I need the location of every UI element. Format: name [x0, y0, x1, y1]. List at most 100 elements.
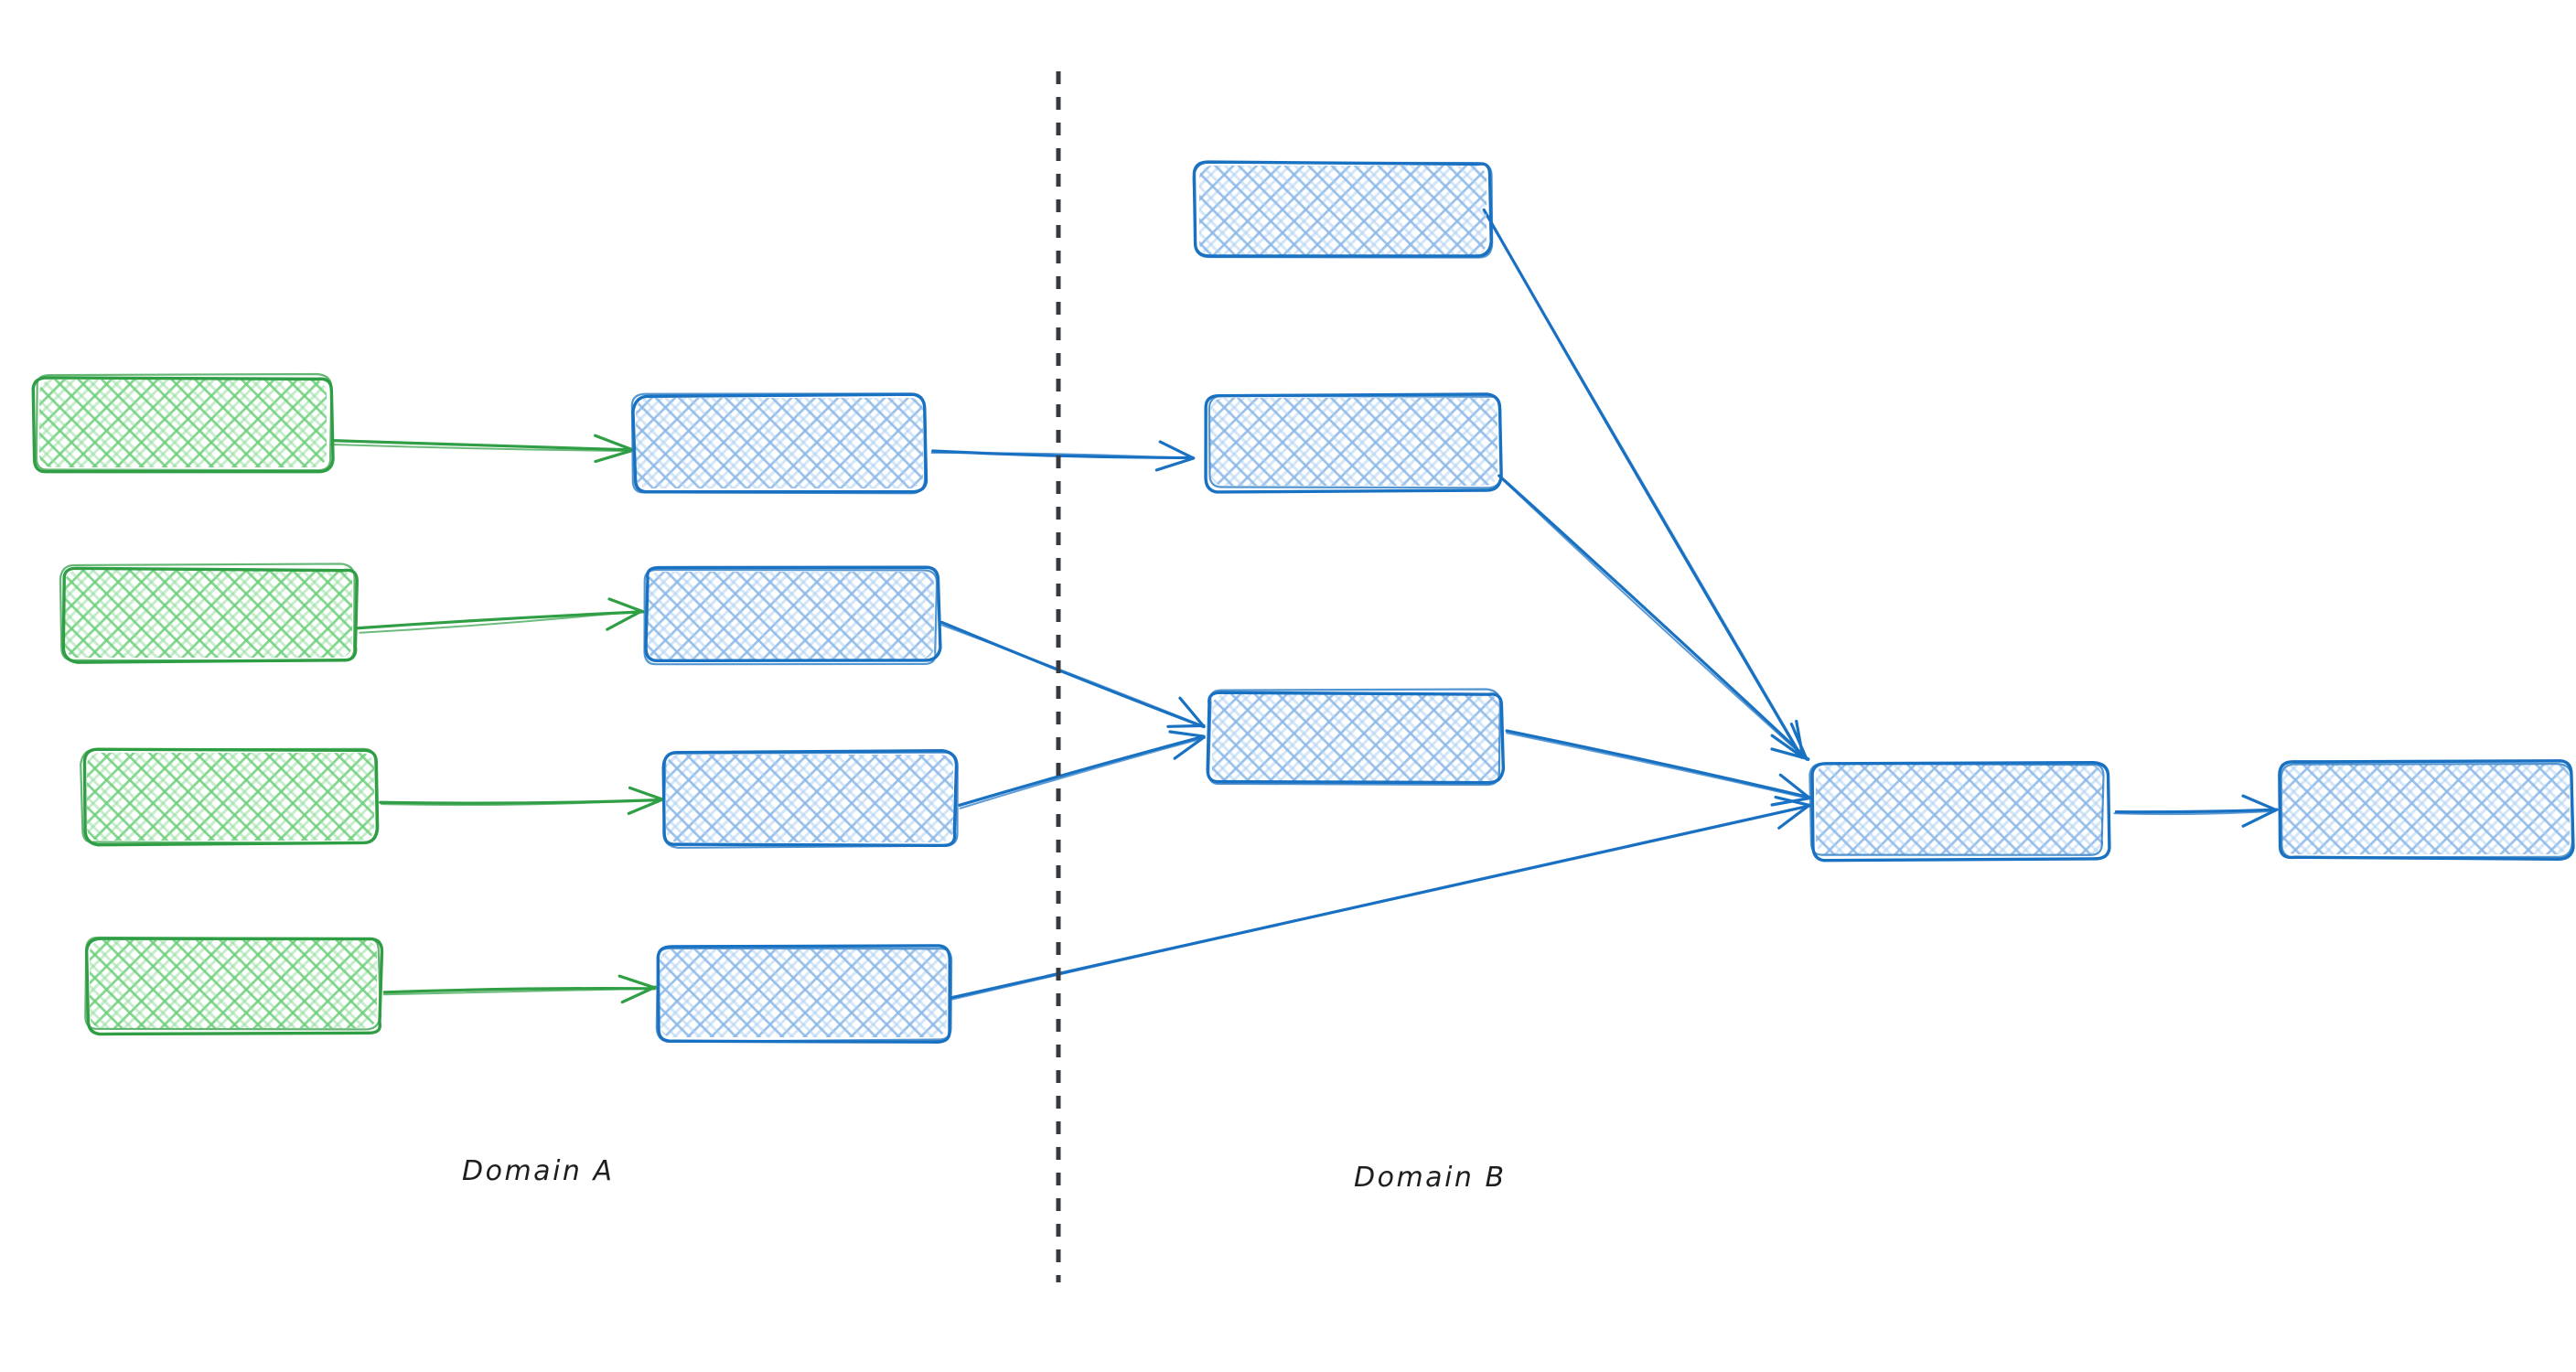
edge-b3-c3: [958, 730, 1206, 809]
node-fill: [1199, 166, 1487, 255]
node-outline: [1810, 761, 2111, 863]
edge-arrowhead: [1778, 773, 1811, 799]
edge-arrowhead: [628, 786, 663, 801]
edge-a4-b4: [382, 974, 657, 1004]
edge-line: [2114, 808, 2279, 814]
node-outline: [2280, 763, 2573, 859]
edge-d1-e1: [2113, 794, 2279, 828]
edge-arrowhead: [606, 609, 643, 631]
edge-line: [2113, 809, 2277, 816]
edge-arrowhead: [1789, 723, 1809, 761]
node-outline: [2278, 759, 2575, 861]
node-outline: [644, 565, 942, 663]
node-fill: [666, 755, 953, 842]
edge-line: [1484, 210, 1804, 758]
node-outline: [1208, 688, 1501, 787]
node-outline: [84, 937, 384, 1036]
edge-c2-d1: [1497, 474, 1810, 761]
domain-a-label: Domain A: [462, 1155, 615, 1187]
edge-arrowhead: [594, 449, 633, 464]
edge-line: [959, 736, 1206, 809]
node-outline: [643, 568, 939, 666]
edge-arrowhead: [620, 985, 657, 1004]
node-fill: [39, 380, 327, 467]
edge-arrowhead: [2241, 808, 2279, 828]
node-fill: [636, 398, 923, 488]
edge-arrowhead: [1178, 696, 1206, 728]
edge-line: [950, 805, 1810, 1002]
edge-arrowhead: [1770, 734, 1805, 759]
edge-arrowhead: [594, 434, 633, 451]
node-fill: [1816, 765, 2103, 854]
node-d1[interactable]: [1809, 761, 2111, 863]
edge-line: [381, 799, 663, 807]
node-a1[interactable]: [31, 372, 335, 474]
edge-line: [1498, 476, 1809, 761]
edge-line: [382, 987, 657, 996]
node-outline: [35, 372, 333, 472]
node-c2[interactable]: [1204, 392, 1503, 494]
node-outline: [80, 747, 378, 844]
edge-arrowhead: [1173, 735, 1206, 760]
edge-line: [930, 452, 1195, 460]
node-layer: [31, 160, 2575, 1044]
edge-line: [1505, 732, 1811, 800]
node-outline: [655, 947, 953, 1044]
node-b1[interactable]: [630, 392, 928, 495]
edge-arrowhead: [617, 974, 657, 990]
node-outline: [59, 563, 356, 662]
node-b2[interactable]: [643, 565, 942, 666]
edge-line: [958, 734, 1205, 807]
node-fill: [1212, 694, 1499, 782]
node-outline: [1809, 762, 2105, 856]
node-fill: [660, 949, 947, 1037]
edge-a1-b1: [329, 434, 633, 464]
edge-line: [330, 439, 633, 452]
edge-arrowhead: [1154, 456, 1196, 472]
node-outline: [662, 751, 959, 849]
node-outline: [84, 936, 382, 1031]
edge-arrowhead: [2241, 794, 2278, 811]
edge-b2-c3: [939, 620, 1206, 729]
edge-layer: [329, 208, 2279, 1004]
node-outline: [1192, 161, 1494, 259]
node-fill: [87, 753, 374, 841]
node-fill: [1210, 398, 1497, 486]
node-fill: [2282, 765, 2570, 854]
edge-a2-b2: [355, 597, 645, 634]
node-fill: [65, 570, 352, 658]
edge-a3-b3: [379, 786, 664, 815]
edge-c3-d1: [1505, 729, 1812, 807]
node-c1[interactable]: [1192, 160, 1494, 259]
edge-arrowhead: [1168, 730, 1206, 738]
node-e1[interactable]: [2278, 759, 2575, 861]
node-fill: [90, 940, 377, 1028]
edge-arrowhead: [1777, 803, 1811, 830]
edge-arrowhead: [607, 597, 645, 614]
edge-line: [939, 623, 1205, 727]
node-c3[interactable]: [1206, 688, 1506, 787]
edge-line: [359, 609, 643, 634]
node-a2[interactable]: [59, 563, 359, 664]
node-fill: [647, 572, 934, 659]
edge-arrowhead: [627, 799, 663, 815]
edge-line: [1497, 474, 1810, 761]
node-a4[interactable]: [84, 936, 384, 1036]
edge-line: [1505, 729, 1812, 799]
node-a3[interactable]: [80, 747, 380, 847]
edge-line: [329, 443, 632, 453]
node-outline: [1208, 394, 1503, 489]
node-b4[interactable]: [655, 944, 953, 1044]
edge-b1-c2: [930, 440, 1196, 472]
node-b3[interactable]: [661, 749, 959, 849]
edge-arrowhead: [1158, 440, 1194, 459]
domain-b-label: Domain B: [1354, 1162, 1507, 1194]
edge-arrowhead: [1770, 747, 1810, 761]
edge-arrowhead: [1770, 796, 1811, 807]
node-outline: [630, 392, 927, 495]
edge-b4-d1: [950, 795, 1811, 1002]
edge-c1-d1: [1482, 208, 1805, 759]
edge-line: [939, 620, 1206, 729]
